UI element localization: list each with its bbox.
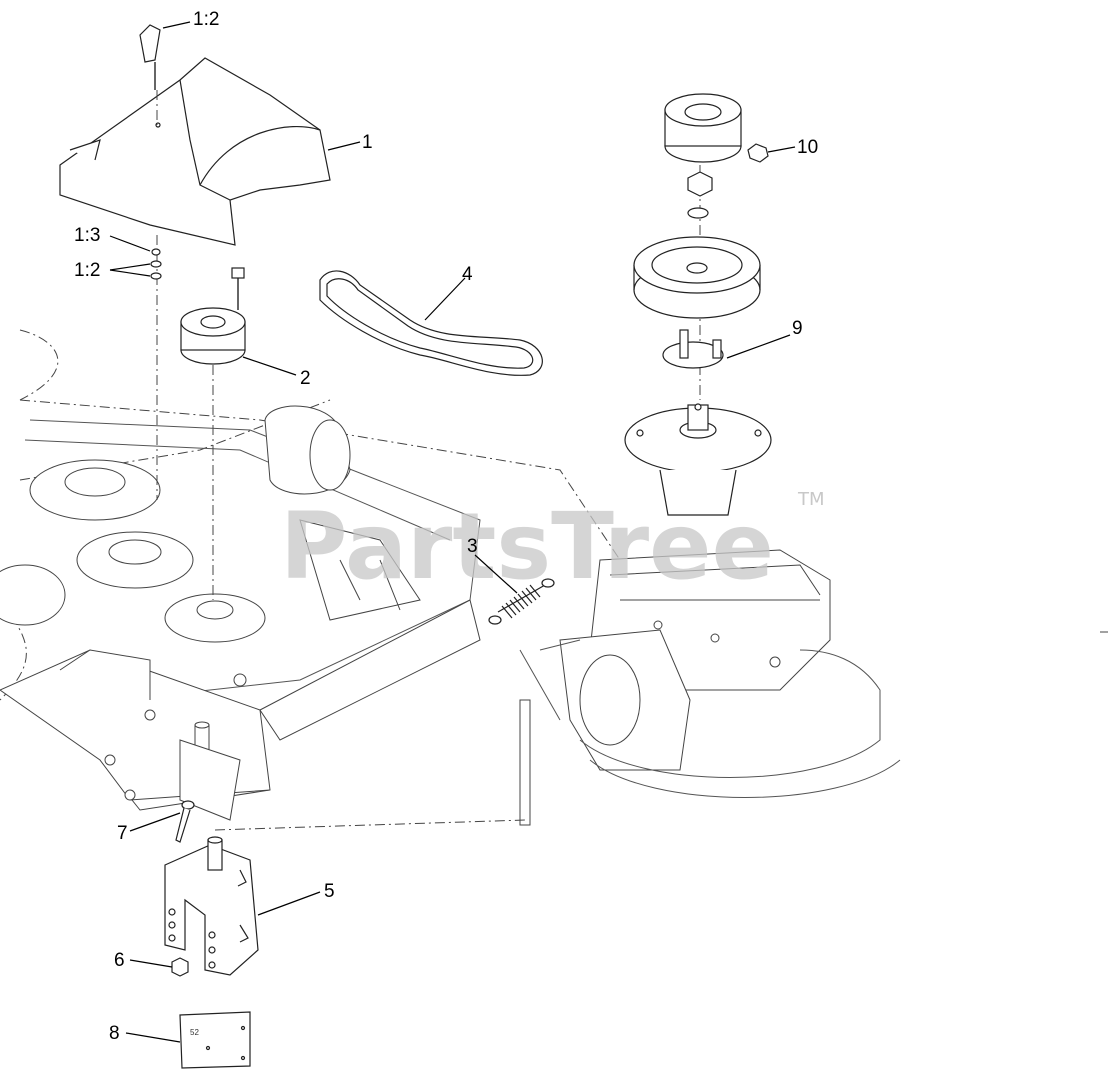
part-4-belt (319, 270, 543, 376)
part-1-belt-cover (59, 57, 331, 246)
callout-1: 1 (362, 132, 373, 153)
part-10-nut (747, 143, 769, 163)
callout-leaders (109, 21, 796, 1043)
part-6-nut (171, 957, 189, 977)
part-2-idler-pulley (180, 267, 246, 600)
engine-housing (214, 549, 901, 831)
callout-labels: 1 1:2 1:3 1:2 2 3 4 5 6 7 8 9 10 (74, 9, 818, 1044)
callout-8: 8 (109, 1023, 120, 1044)
callout-1-2-top: 1:2 (193, 9, 219, 30)
callout-4: 4 (462, 264, 473, 285)
callout-3: 3 (467, 536, 478, 557)
callout-1-2-mid: 1:2 (74, 260, 100, 281)
part-5-idler-bracket (164, 836, 259, 976)
part-1-2-clip-top (139, 24, 161, 125)
callout-9: 9 (792, 318, 803, 339)
deck-frame-assembly (0, 329, 621, 821)
part-7-bolt (175, 800, 195, 843)
callout-1-3: 1:3 (74, 225, 100, 246)
callout-6: 6 (114, 950, 125, 971)
callout-5: 5 (324, 881, 335, 902)
decal-label: 52 (190, 1028, 199, 1037)
part-8-decal: 52 (179, 1011, 251, 1069)
callout-7: 7 (117, 823, 128, 844)
callout-2: 2 (300, 368, 311, 389)
watermark-trademark: TM (797, 489, 825, 510)
hardware-stack-left (150, 235, 162, 500)
callout-10: 10 (797, 137, 818, 158)
part-3-spring (488, 578, 555, 625)
spindle-stack-right (624, 93, 772, 516)
